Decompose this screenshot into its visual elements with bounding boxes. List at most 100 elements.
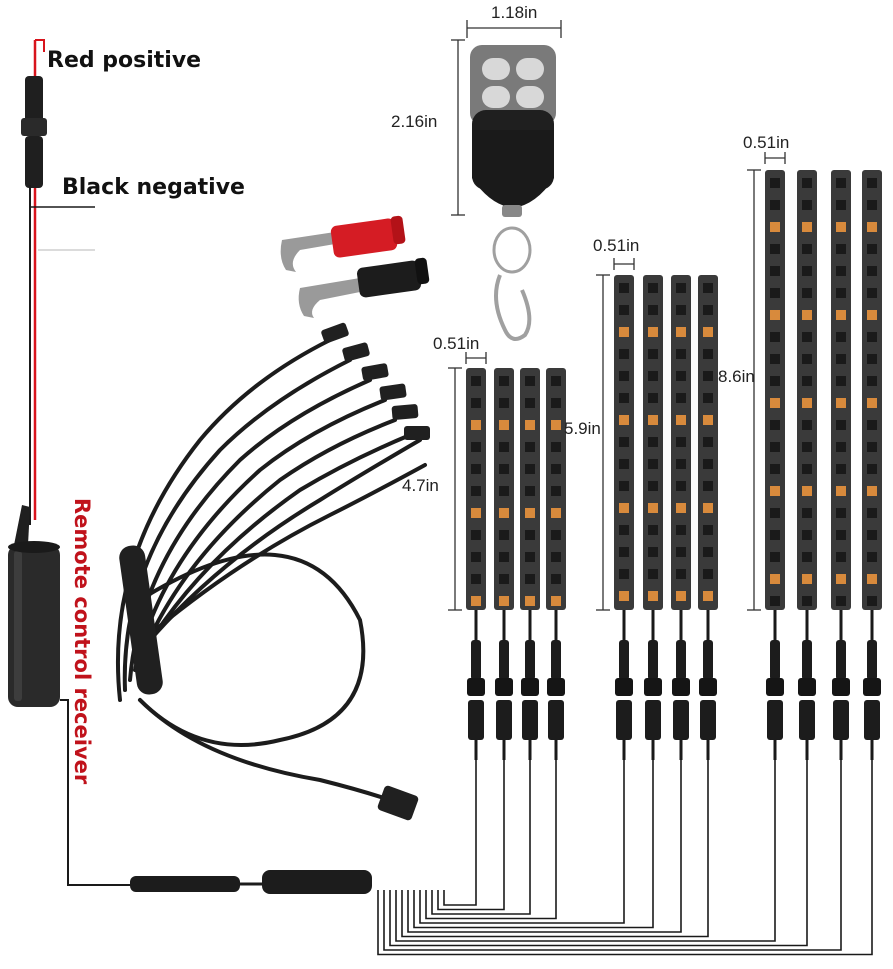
- led-chip: [703, 437, 713, 447]
- led-chip: [619, 283, 629, 293]
- led-chip: [867, 486, 877, 496]
- receiver-output-wire: [60, 699, 130, 886]
- led-strip-long: [862, 170, 882, 610]
- led-chip: [703, 591, 713, 601]
- led-chip: [703, 525, 713, 535]
- splitter-connectors: [119, 322, 430, 821]
- led-chip: [867, 354, 877, 364]
- led-chip: [499, 530, 509, 540]
- led-chip: [525, 530, 535, 540]
- medium-strip-width-label: 0.51in: [593, 236, 640, 255]
- led-chip: [619, 591, 629, 601]
- led-chip: [471, 398, 481, 408]
- strip-plug-icon: [547, 610, 565, 760]
- led-chip: [648, 437, 658, 447]
- led-chip: [770, 332, 780, 342]
- bus-wire: [389, 760, 808, 947]
- led-chip: [525, 464, 535, 474]
- led-chip: [836, 178, 846, 188]
- led-chip: [802, 376, 812, 386]
- led-chip: [499, 376, 509, 386]
- led-strip-short: [466, 368, 486, 610]
- led-chip: [648, 393, 658, 403]
- led-chip: [499, 574, 509, 584]
- led-chip: [836, 398, 846, 408]
- led-chip: [770, 376, 780, 386]
- led-chip: [619, 459, 629, 469]
- led-chip: [551, 398, 561, 408]
- led-chip: [551, 442, 561, 452]
- led-chip: [676, 415, 686, 425]
- led-chip: [770, 596, 780, 606]
- led-chip: [867, 398, 877, 408]
- bus-wire: [437, 760, 505, 911]
- led-chip: [770, 288, 780, 298]
- led-chip: [471, 596, 481, 606]
- led-strip-groups: [466, 170, 882, 760]
- led-chip: [551, 574, 561, 584]
- led-chip: [836, 442, 846, 452]
- led-chip: [770, 552, 780, 562]
- led-strip-long: [797, 170, 817, 610]
- led-chip: [802, 442, 812, 452]
- led-chip: [867, 266, 877, 276]
- remote-dimension-lines: [451, 20, 562, 216]
- led-chip: [867, 200, 877, 210]
- strip-plug-icon: [863, 610, 881, 760]
- led-chip: [836, 288, 846, 298]
- led-chip: [525, 486, 535, 496]
- led-chip: [525, 596, 535, 606]
- led-chip: [525, 442, 535, 452]
- led-chip: [802, 596, 812, 606]
- black-negative-label: Black negative: [62, 175, 245, 200]
- red-spade-terminal-icon: [280, 215, 406, 272]
- strip-plug-icon: [766, 610, 784, 760]
- led-chip: [836, 508, 846, 518]
- led-chip: [703, 503, 713, 513]
- led-chip: [471, 530, 481, 540]
- led-chip: [770, 178, 780, 188]
- led-chip: [619, 327, 629, 337]
- led-chip: [525, 552, 535, 562]
- led-chip: [836, 486, 846, 496]
- led-chip: [770, 310, 780, 320]
- led-chip: [619, 371, 629, 381]
- led-chip: [525, 376, 535, 386]
- led-chip: [802, 288, 812, 298]
- led-strip-medium: [614, 275, 634, 610]
- led-chip: [471, 486, 481, 496]
- led-chip: [802, 530, 812, 540]
- bus-wire: [395, 760, 776, 942]
- led-chip: [836, 244, 846, 254]
- bus-wire: [419, 760, 625, 924]
- led-chip: [676, 547, 686, 557]
- strip-plug-icon: [615, 610, 633, 760]
- led-chip: [802, 310, 812, 320]
- led-chip: [802, 332, 812, 342]
- led-chip: [499, 398, 509, 408]
- led-chip: [499, 420, 509, 430]
- led-chip: [770, 398, 780, 408]
- led-chip: [867, 574, 877, 584]
- led-chip: [648, 415, 658, 425]
- led-chip: [619, 503, 629, 513]
- led-strip-short: [520, 368, 540, 610]
- led-chip: [471, 420, 481, 430]
- led-chip: [499, 508, 509, 518]
- led-chip: [770, 266, 780, 276]
- led-chip: [836, 200, 846, 210]
- led-chip: [836, 354, 846, 364]
- led-chip: [676, 591, 686, 601]
- bus-wire: [443, 760, 477, 906]
- bus-wire: [401, 760, 709, 938]
- led-chip: [648, 349, 658, 359]
- strip-plug-icon: [798, 610, 816, 760]
- led-chip: [648, 305, 658, 315]
- red-positive-label: Red positive: [47, 48, 202, 73]
- receiver-box-icon: [8, 505, 60, 707]
- led-chip: [867, 332, 877, 342]
- led-chip: [802, 552, 812, 562]
- led-chip: [499, 552, 509, 562]
- led-chip: [648, 525, 658, 535]
- led-chip: [648, 283, 658, 293]
